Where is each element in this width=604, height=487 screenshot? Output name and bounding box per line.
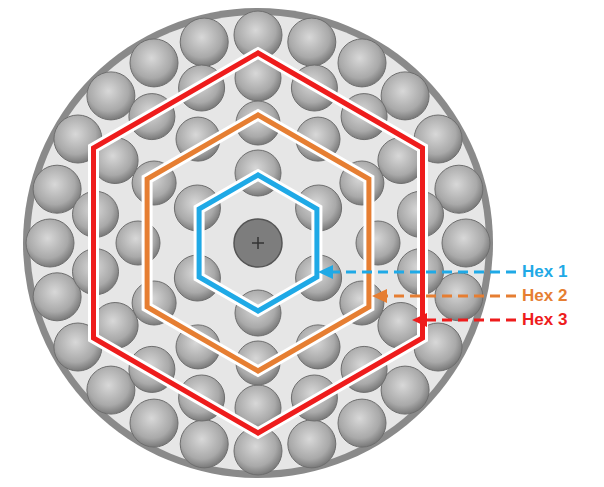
wire-strand [356,221,400,265]
leader-line [386,295,516,298]
arrow-head [318,265,333,279]
hexagon-outline [147,115,369,371]
wire-strand [116,221,160,265]
wire-strand [87,366,135,414]
leader-line [332,271,516,274]
wire-strand [130,39,178,87]
wire-strand [288,18,336,66]
wire-strand [338,39,386,87]
arrow-head [412,313,427,327]
strand-group [26,11,490,475]
leader-line [426,319,516,322]
cable-inner [30,15,486,471]
hexagon-outline [94,53,423,433]
wire-strand [442,219,490,267]
hexagon-halo [199,175,317,311]
core-mark [252,237,264,249]
hexagon-halo [94,53,423,433]
hexagon-halo [147,115,369,371]
hexagon-outline [199,175,317,311]
core-strand [234,219,282,267]
hex-label: Hex 1 [522,262,567,282]
wire-strand [180,420,228,468]
arrow-head [372,289,387,303]
wire-strand [87,72,135,120]
wire-strand [381,366,429,414]
leader-group [318,265,516,327]
wire-strand [338,399,386,447]
wire-strand [288,420,336,468]
wire-strand [180,18,228,66]
wire-strand [26,219,74,267]
hex-label: Hex 3 [522,310,567,330]
hex-label: Hex 2 [522,286,567,306]
wire-strand [381,72,429,120]
wire-strand [130,399,178,447]
hexagon-group [94,53,423,433]
cable-jacket [23,8,493,478]
